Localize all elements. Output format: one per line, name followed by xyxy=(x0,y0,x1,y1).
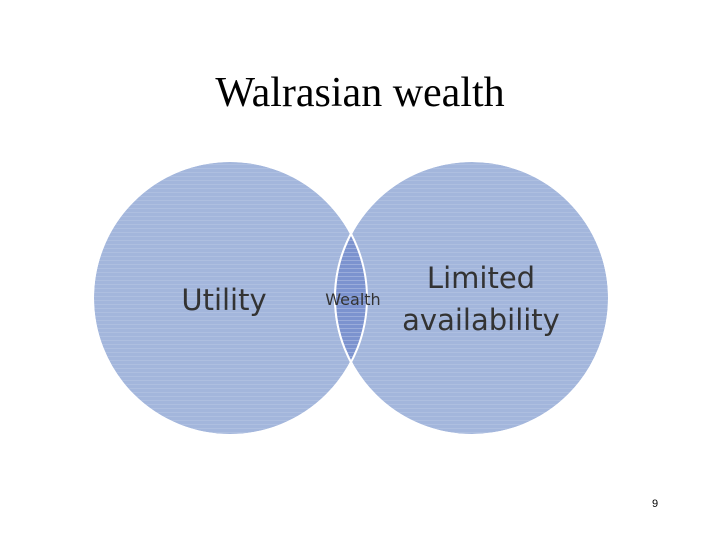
page-number: 9 xyxy=(651,498,659,510)
slide-title: Walrasian wealth xyxy=(215,70,505,116)
utility-circle-texture xyxy=(93,161,367,435)
availability-label: availability xyxy=(402,303,560,337)
limited-label: Limited xyxy=(427,261,535,295)
limited-availability-circle-outline xyxy=(334,160,610,436)
limited-availability-circle-texture xyxy=(335,161,609,435)
utility-label: Utility xyxy=(181,283,266,317)
wealth-label: Wealth xyxy=(325,290,380,309)
utility-circle-outline xyxy=(92,160,368,436)
